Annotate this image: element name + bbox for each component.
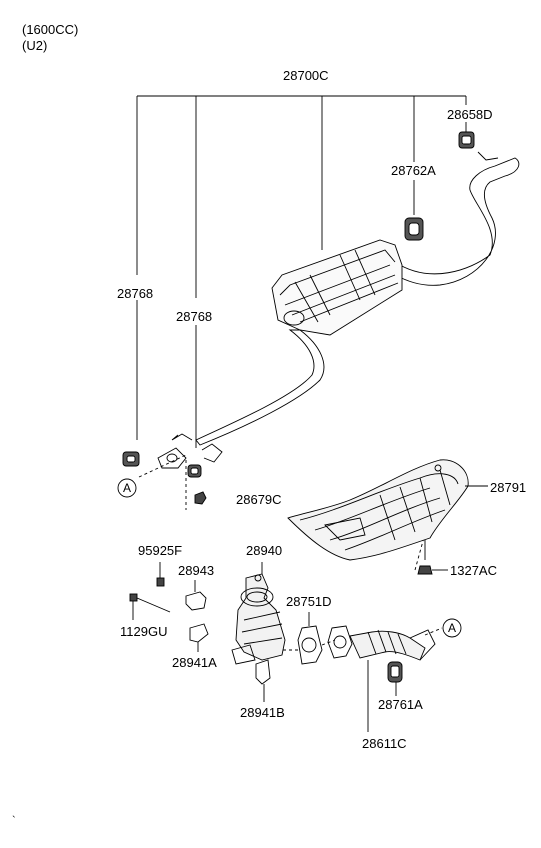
part-label-bolt: 1129GU — [120, 624, 168, 639]
stud-shape — [156, 562, 165, 587]
center-pipe-flange — [157, 447, 187, 469]
catalytic-converter-shape — [231, 573, 286, 665]
part-label-bracket-lower: 28941B — [240, 705, 285, 720]
center-pipe — [195, 329, 325, 446]
tail-pipe — [394, 157, 520, 286]
part-label-heat-protector: 28791 — [490, 480, 527, 495]
hanger-front-shape — [387, 661, 403, 683]
part-label-hanger-rear: 28658D — [447, 107, 493, 122]
part-label-front-pipe: 28611C — [362, 736, 407, 751]
ref-a-upper-circle — [117, 478, 137, 498]
part-label-gasket-nut: 28679C — [236, 492, 282, 507]
front-pipe-shape — [327, 625, 436, 661]
gasket-front-shape — [297, 625, 323, 665]
hanger-rubber-mid — [404, 217, 424, 241]
assy-leader-lines — [136, 95, 467, 448]
footer-mark: ` — [12, 815, 16, 827]
part-label-bracket-small: 28943 — [178, 563, 215, 578]
part-label-bracket-stay: 28941A — [172, 655, 217, 670]
ref-a-lower-label: A — [448, 621, 456, 635]
engine-spec: (1600CC) — [22, 22, 79, 37]
hanger-rubber-inner — [187, 464, 202, 478]
bracket-stay-shape — [189, 623, 209, 643]
ref-a-lower-circle — [442, 618, 462, 638]
hanger-rubber-outer — [122, 451, 140, 467]
part-label-stud: 95925F — [138, 543, 183, 558]
bolt-shape — [129, 593, 171, 620]
muffler — [271, 239, 403, 336]
nut-1327ac-shape — [417, 565, 433, 575]
bracket-lower-shape — [255, 659, 271, 685]
gasket-nut-shape — [194, 491, 207, 505]
dashed-guides — [138, 454, 443, 651]
part-label-hanger-front: 28761A — [378, 697, 423, 712]
model-code: (U2) — [22, 38, 48, 53]
part-label-gasket-front: 28751D — [286, 594, 332, 609]
ref-a-upper-label: A — [123, 481, 131, 495]
part-label-assy: 28700C — [283, 68, 329, 83]
part-label-hanger-mid: 28762A — [391, 163, 436, 178]
part-label-hanger-outer: 28768 — [117, 286, 154, 301]
hanger-rubber-rear — [458, 131, 475, 149]
part-label-catalytic-converter: 28940 — [246, 543, 283, 558]
part-label-hanger-inner: 28768 — [176, 309, 213, 324]
part-label-nut: 1327AC — [450, 563, 497, 578]
bracket-small-shape — [185, 591, 207, 611]
heat-protector-shape — [287, 459, 469, 561]
